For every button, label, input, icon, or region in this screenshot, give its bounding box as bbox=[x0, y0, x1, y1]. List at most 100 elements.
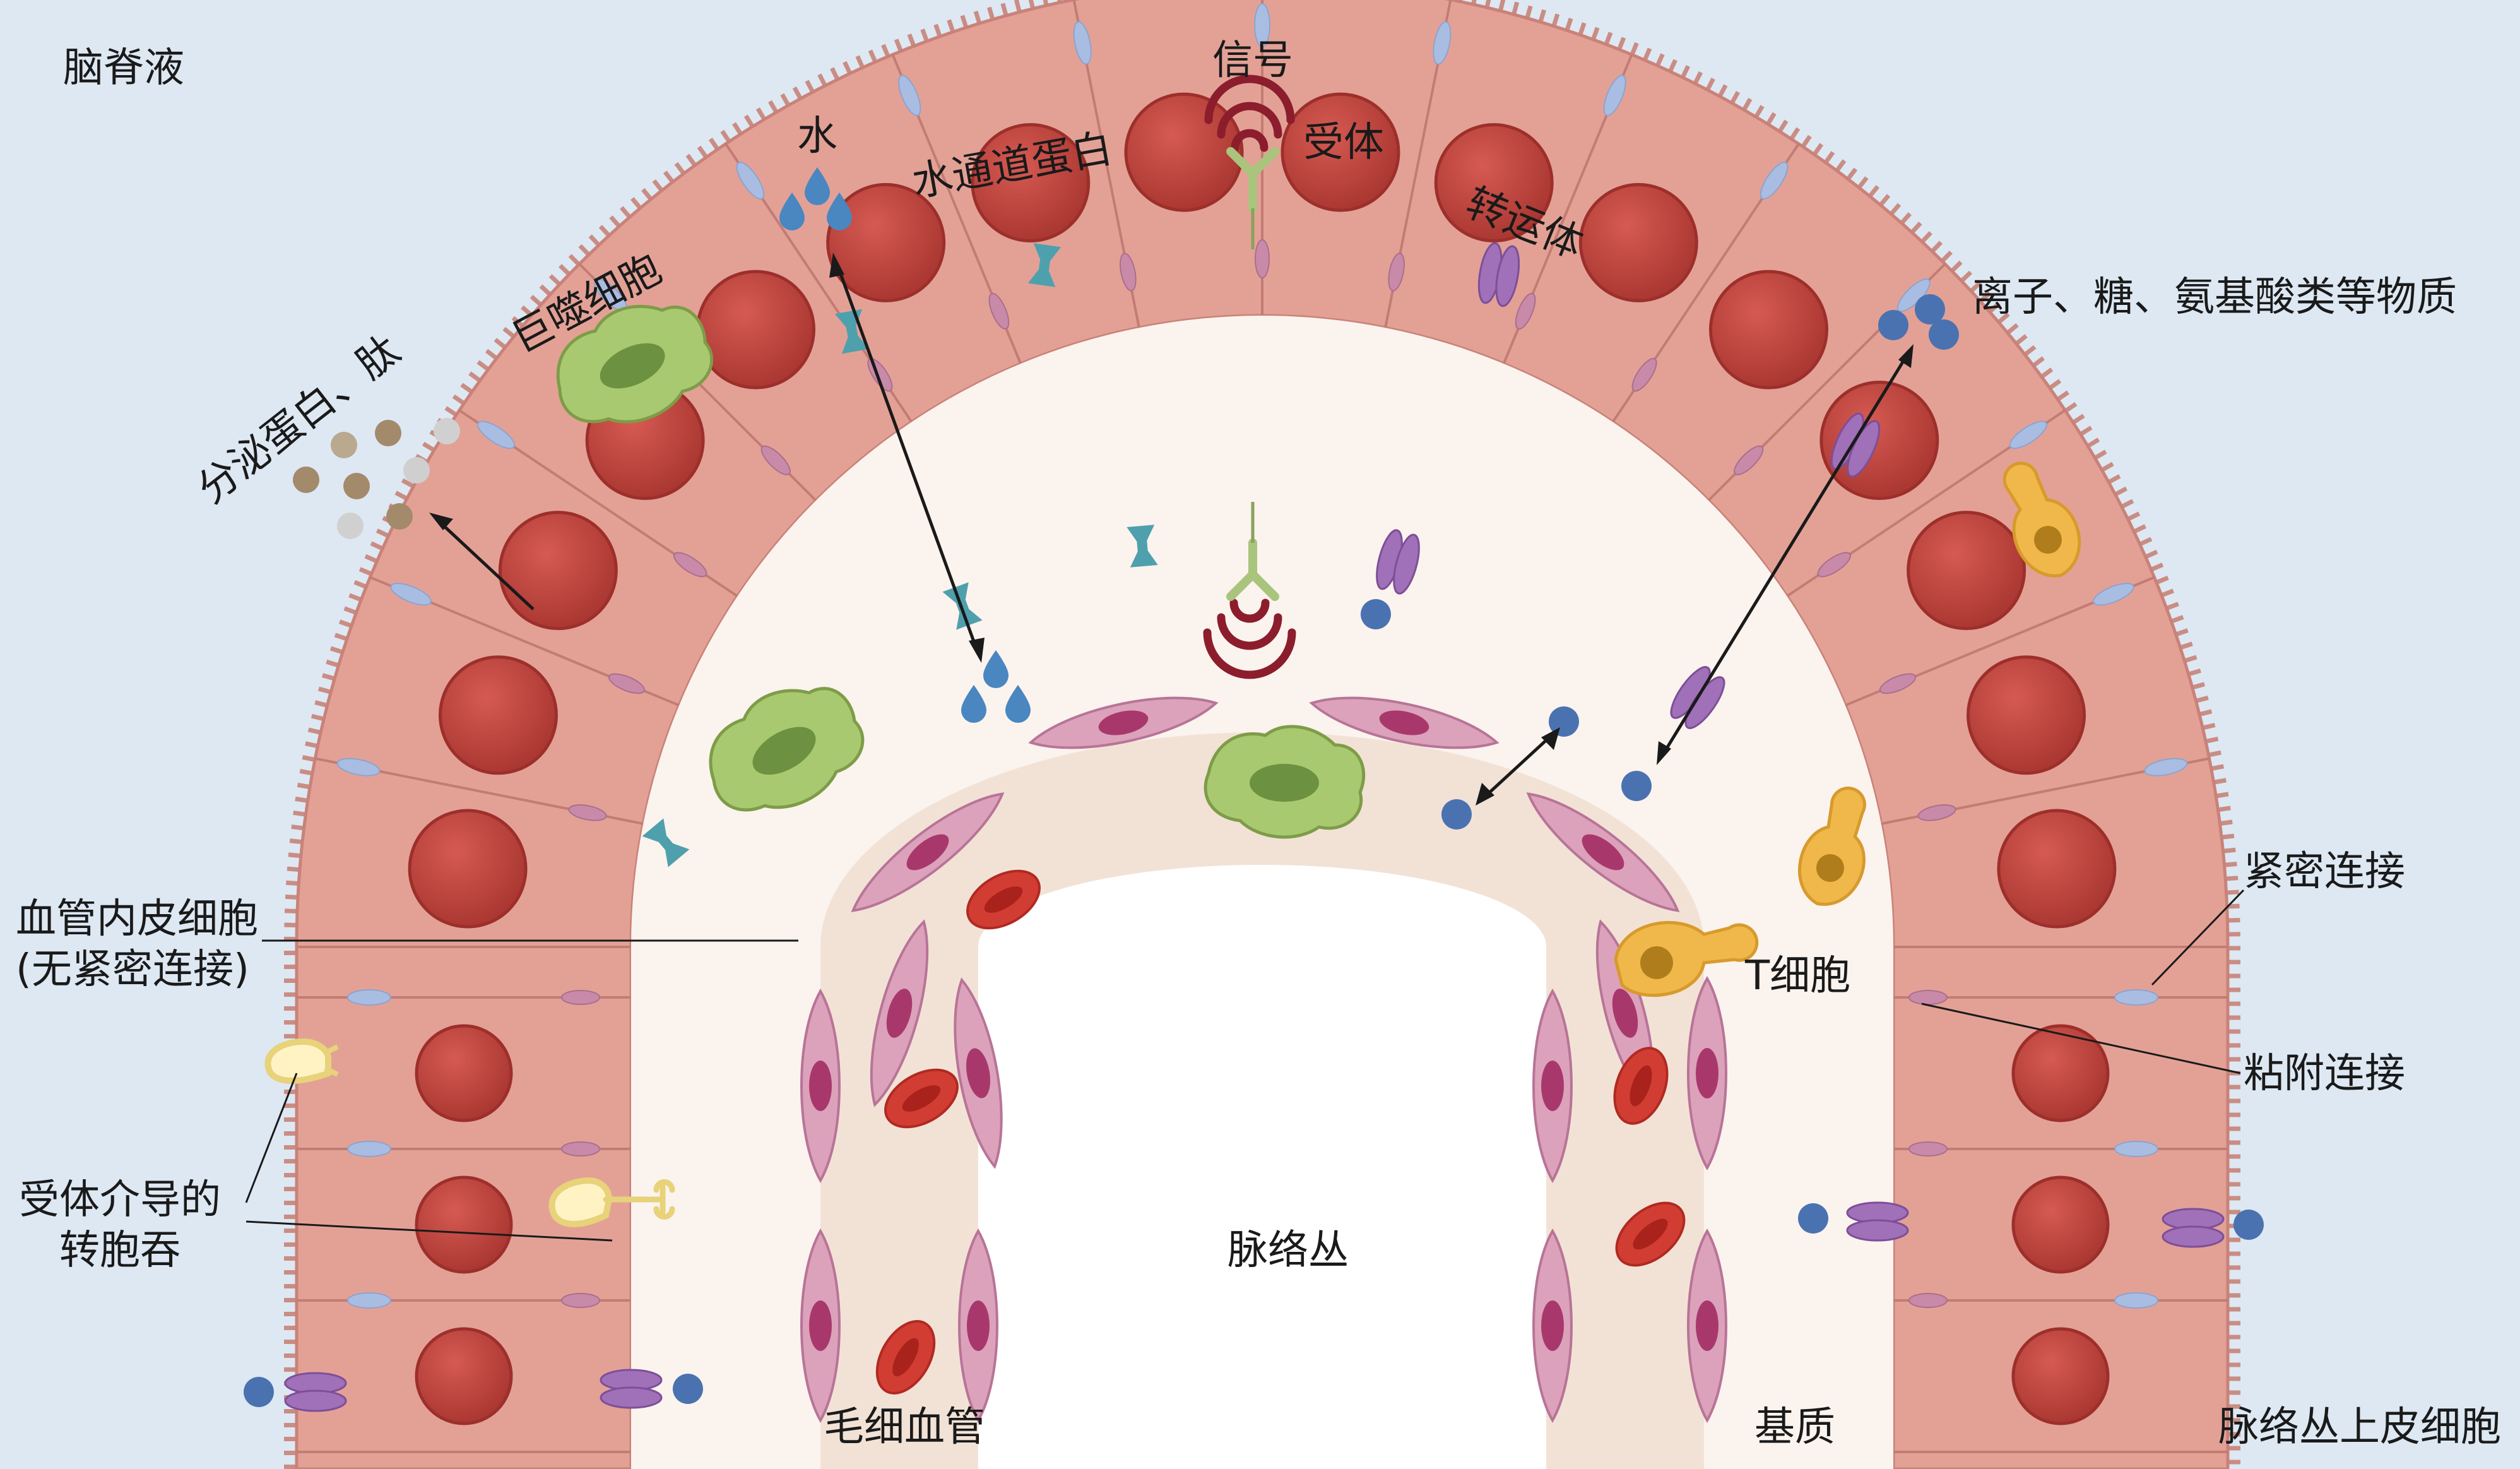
secreted-protein bbox=[434, 418, 460, 444]
nucleus bbox=[2011, 1024, 2110, 1122]
nucleus bbox=[695, 270, 815, 390]
tight-junction bbox=[1760, 162, 1789, 200]
stroma-label: 基质 bbox=[1754, 1404, 1835, 1451]
endothelial-cell bbox=[958, 1228, 998, 1424]
nucleus bbox=[826, 182, 946, 302]
transcytosis-label-line1: 受体介导的 bbox=[19, 1177, 221, 1223]
adherens-junction bbox=[1879, 673, 1917, 694]
leader-lines bbox=[245, 889, 2245, 1242]
endothelial-cell bbox=[1687, 1228, 1727, 1424]
tight-junction bbox=[336, 758, 381, 776]
t-cell bbox=[2002, 461, 2081, 578]
aquaporin-channels bbox=[642, 243, 1158, 867]
tight-junction bbox=[898, 74, 921, 116]
receptor-icon bbox=[1226, 147, 1279, 213]
capillary-wall bbox=[820, 732, 1704, 1469]
ion bbox=[244, 1377, 274, 1407]
endothelial-cell bbox=[800, 1228, 841, 1424]
nucleus bbox=[1578, 182, 1698, 302]
endothelial-cell bbox=[1526, 792, 1680, 912]
red-blood-cell-center bbox=[1630, 1065, 1652, 1107]
red-blood-cell bbox=[1613, 1047, 1669, 1125]
adherens-junction bbox=[1817, 552, 1851, 578]
signal-icon bbox=[1204, 74, 1295, 152]
nucleus bbox=[498, 511, 618, 631]
red-blood-cell-center bbox=[902, 1085, 941, 1112]
tight-junction bbox=[1433, 21, 1452, 65]
endothelial-cell bbox=[1687, 975, 1727, 1171]
transporter bbox=[284, 1372, 347, 1412]
t-cell bbox=[1798, 787, 1866, 906]
water-drop bbox=[983, 650, 1009, 688]
endothelial-nucleus bbox=[967, 1300, 990, 1351]
endothelial-cell bbox=[1309, 696, 1500, 749]
nucleus bbox=[1907, 511, 2026, 631]
ion bbox=[1361, 599, 1391, 629]
adherens-junction bbox=[1908, 1293, 1948, 1308]
endothelial-label-line1: 血管内皮细胞 bbox=[16, 896, 258, 943]
adherens-junction bbox=[1908, 990, 1948, 1005]
tight-junction bbox=[2114, 1292, 2158, 1309]
tight-junction-label: 紧密连接 bbox=[2244, 848, 2405, 895]
tight-junction bbox=[477, 420, 516, 449]
adherens-junction bbox=[760, 445, 791, 475]
tight-junction bbox=[2114, 1141, 2158, 1157]
tight-junction bbox=[347, 1141, 391, 1157]
endothelial-nucleus bbox=[966, 1048, 991, 1098]
epithelial-label: 脉络丛上皮细胞 bbox=[2218, 1404, 2501, 1451]
nucleus bbox=[415, 1024, 513, 1122]
macrophage bbox=[556, 304, 714, 424]
water-drop bbox=[805, 167, 830, 205]
ions bbox=[244, 294, 2264, 1407]
ion bbox=[1441, 799, 1472, 830]
capillary-label: 毛细血管 bbox=[824, 1404, 985, 1451]
red-blood-cell bbox=[875, 1320, 936, 1395]
aquaporin-channel bbox=[642, 818, 690, 867]
nucleus bbox=[1967, 655, 2086, 775]
aquaporin-channel bbox=[1127, 525, 1158, 568]
ions-label: 离子、糖、氨基酸类等物质 bbox=[1972, 274, 2457, 321]
secreted-protein bbox=[293, 467, 319, 493]
red-blood-cell bbox=[966, 869, 1041, 930]
water-drop bbox=[1005, 685, 1031, 723]
adherens-junction bbox=[1908, 1141, 1948, 1157]
nucleus bbox=[1281, 92, 1400, 212]
red-blood-cell bbox=[884, 1068, 959, 1129]
endothelial-nucleus bbox=[809, 1300, 832, 1351]
endothelial-cell bbox=[800, 988, 841, 1184]
tight-junction bbox=[347, 1292, 391, 1309]
nucleus bbox=[1997, 809, 2117, 929]
endothelial-nucleus bbox=[906, 834, 949, 871]
choroid-plexus-label: 脉络丛 bbox=[1227, 1227, 1349, 1274]
transcytosis-vesicle bbox=[264, 1038, 339, 1084]
adherens-junction bbox=[988, 292, 1010, 330]
endothelial-label-line2: (无紧密连接) bbox=[16, 946, 249, 993]
endothelial-nucleus bbox=[1696, 1300, 1718, 1351]
nucleus bbox=[1709, 270, 1829, 390]
transporter bbox=[600, 1369, 663, 1409]
nucleus bbox=[1434, 122, 1554, 242]
csf-label: 脑脊液 bbox=[63, 45, 184, 92]
tight-junction bbox=[2144, 758, 2188, 776]
endothelial-cell bbox=[1532, 988, 1573, 1184]
ion-arrow bbox=[1661, 354, 1909, 756]
adherens-junction bbox=[561, 1141, 600, 1157]
ion bbox=[2233, 1210, 2264, 1240]
water-droplets bbox=[779, 167, 1031, 723]
endothelial-nucleus bbox=[1541, 1300, 1564, 1351]
ion bbox=[673, 1374, 703, 1404]
endothelial-cell bbox=[1532, 1228, 1573, 1424]
receptor-icon-basal bbox=[1226, 538, 1279, 601]
secreted-protein bbox=[331, 432, 357, 458]
endothelial-nucleus bbox=[1612, 989, 1638, 1038]
macrophage bbox=[709, 687, 865, 812]
nucleus bbox=[408, 809, 528, 929]
secreted-protein bbox=[343, 473, 370, 499]
red-blood-cell-center bbox=[984, 886, 1023, 913]
tight-junction bbox=[2114, 989, 2158, 1006]
receptor-label: 受体 bbox=[1303, 119, 1384, 166]
transporters bbox=[284, 242, 2225, 1412]
ion bbox=[1798, 1203, 1828, 1234]
